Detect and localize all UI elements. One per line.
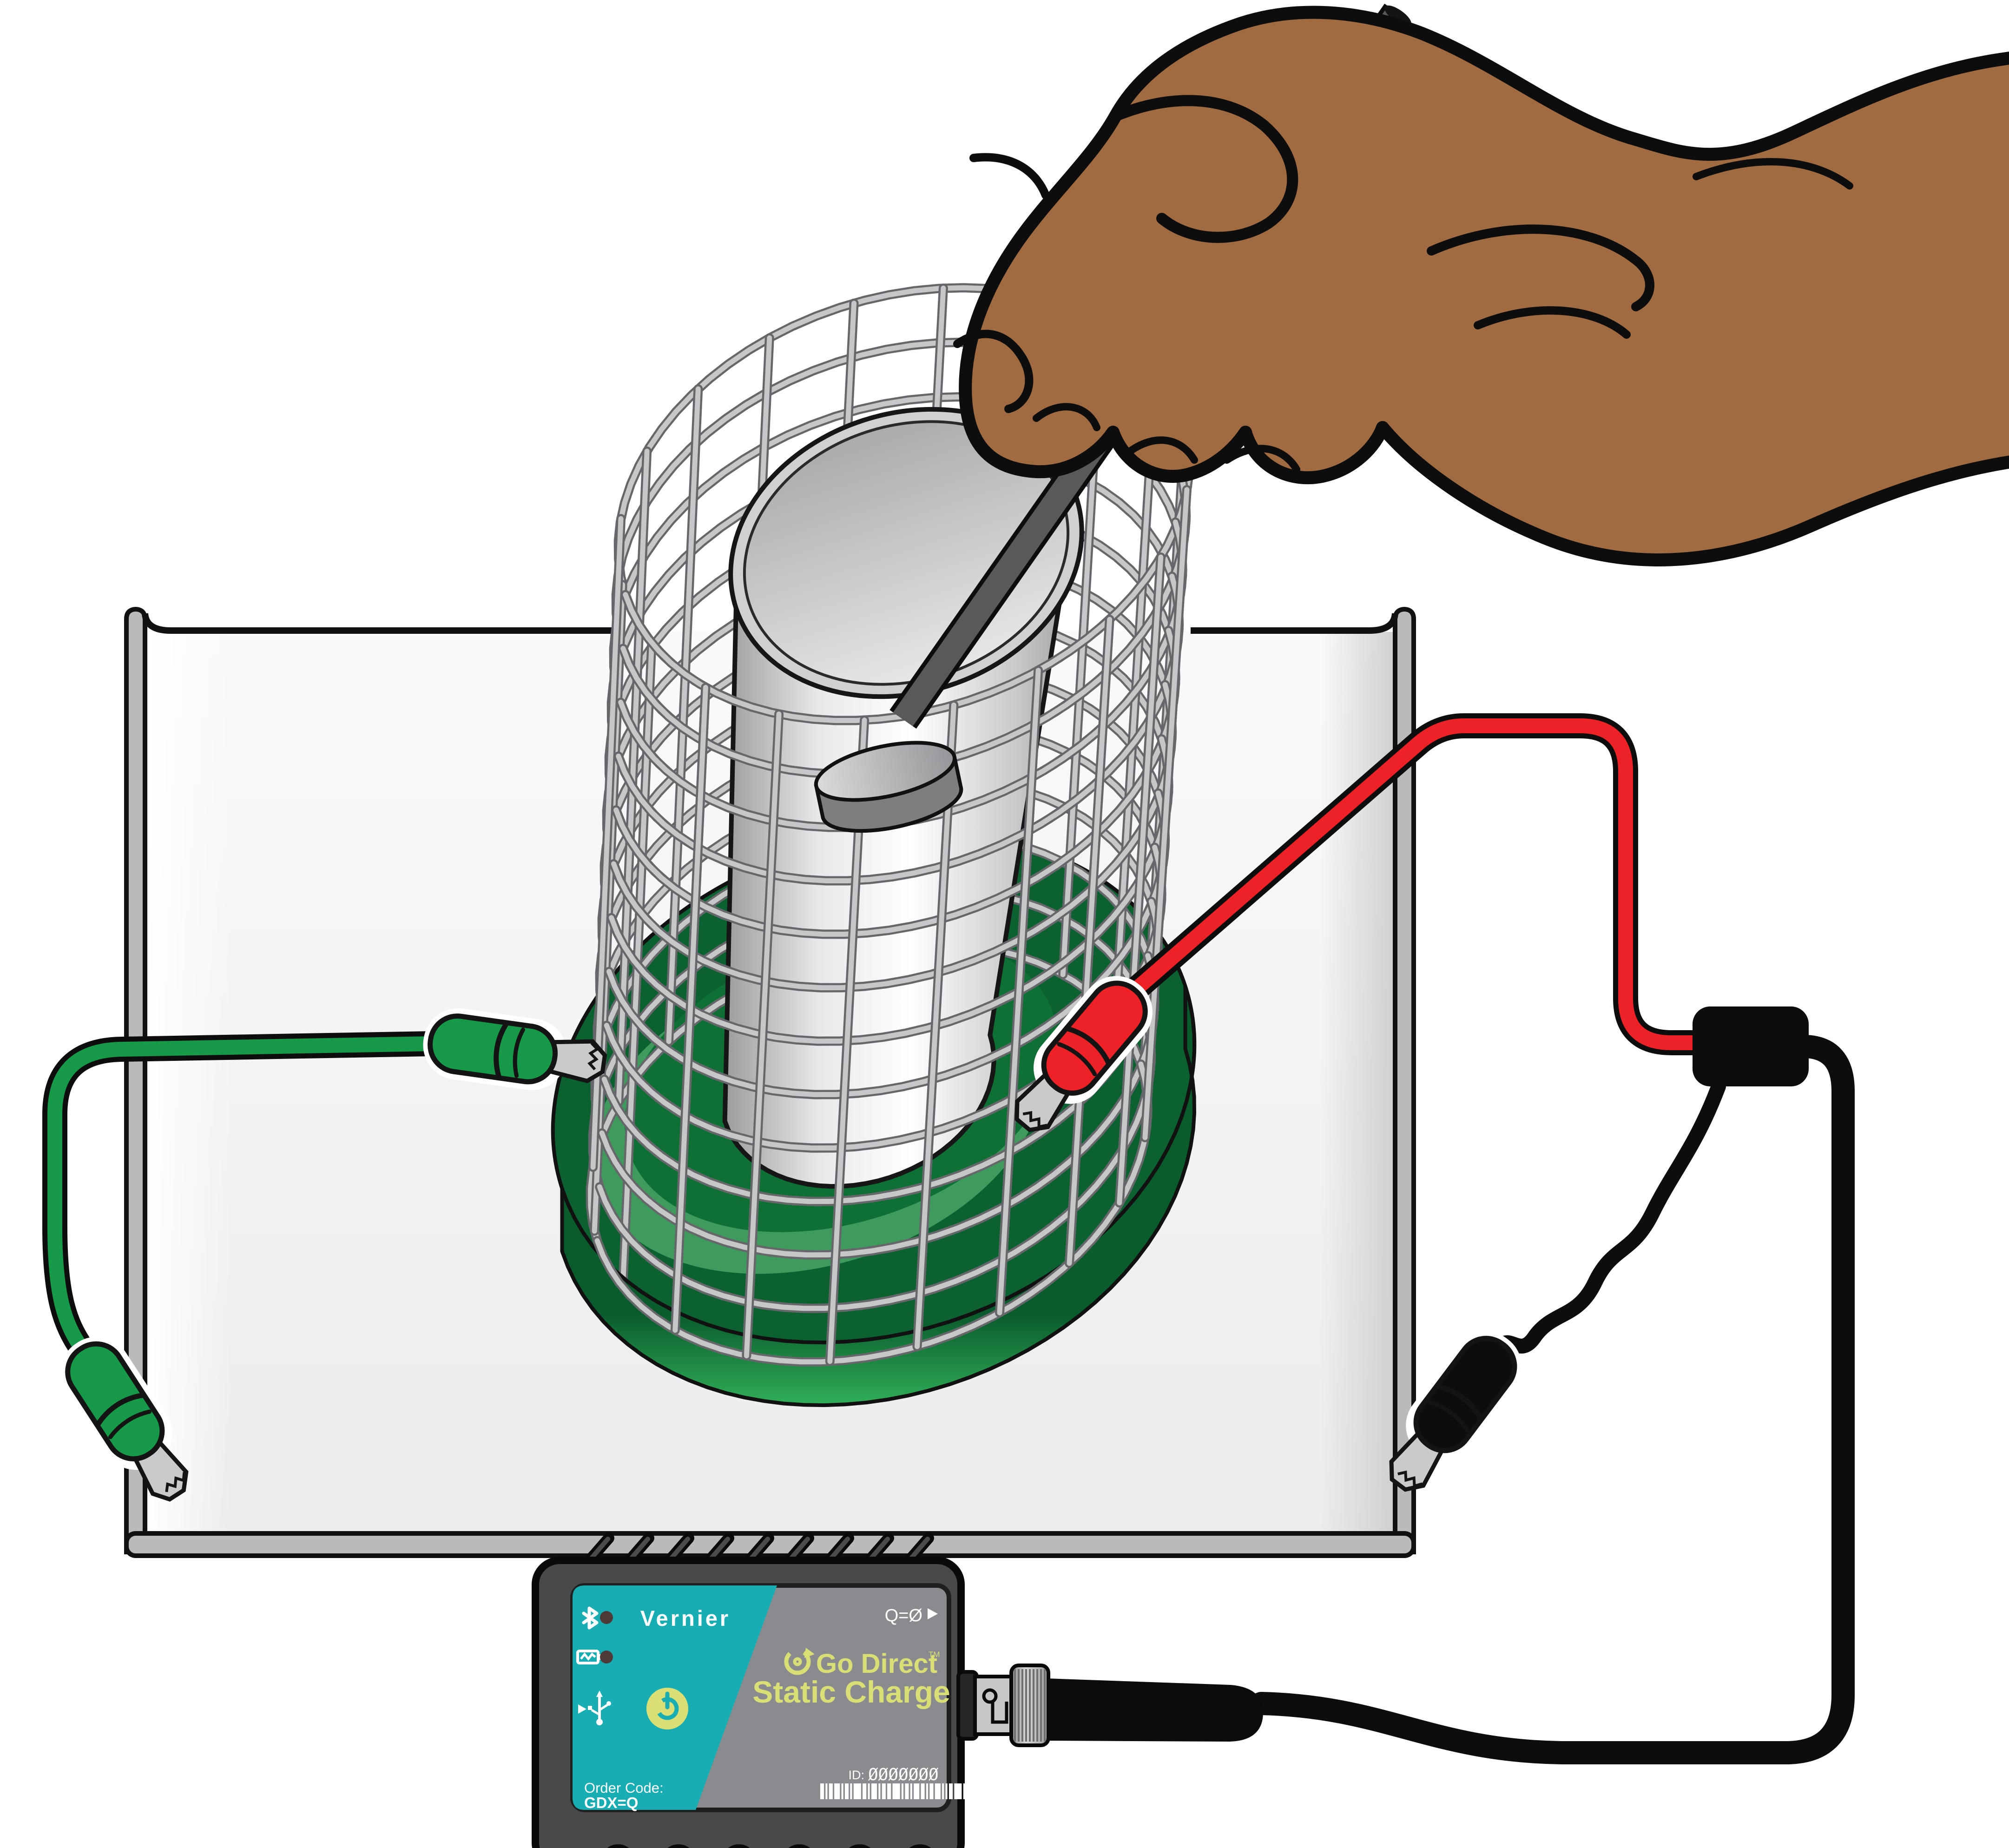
bluetooth-icon xyxy=(582,1606,599,1630)
faraday-cage-mesh-front xyxy=(593,409,1194,1367)
bnc-adapter xyxy=(1693,1006,1809,1086)
order-code-value: GDX=Q xyxy=(584,1794,638,1811)
q-arrow-icon xyxy=(928,1608,938,1619)
sensor-cable xyxy=(1250,1035,1855,1764)
cable-boot xyxy=(1047,1678,1264,1742)
power-button[interactable] xyxy=(646,1688,688,1730)
thumb-crease xyxy=(1110,95,1298,243)
go-direct-logo-icon xyxy=(784,1648,815,1675)
battery-led xyxy=(600,1651,613,1664)
green-lead-wire xyxy=(42,1012,607,1511)
trademark: TM xyxy=(929,1650,940,1659)
hand xyxy=(953,6,2009,566)
proof-plane-disc xyxy=(814,741,963,833)
usb-icon xyxy=(578,1690,611,1725)
inner-pail xyxy=(722,407,1084,1189)
product-name: Static Charge xyxy=(752,1675,950,1709)
q-indicator: Q=Ø xyxy=(885,1606,922,1625)
order-code-label: Order Code: xyxy=(584,1780,664,1796)
sensor-cabling xyxy=(1250,1006,1855,1764)
red-lead-wire xyxy=(1001,713,1732,1143)
knuckle-creases xyxy=(953,153,1853,473)
id-value: ØØØØØØØ xyxy=(868,1765,939,1784)
go-direct-device: Vernier Q=Ø Go Direct TM Static Charge I… xyxy=(532,1532,1264,1848)
bluetooth-led xyxy=(600,1611,613,1624)
insulating-base-front xyxy=(560,986,1197,1407)
product-line: Go Direct xyxy=(816,1649,937,1679)
id-label: ID: xyxy=(848,1768,864,1782)
barcode-icon xyxy=(820,1783,987,1799)
bnc-connector xyxy=(956,1664,1264,1747)
ground-wire xyxy=(1495,1079,1726,1354)
brand-logo: Vernier xyxy=(640,1606,731,1631)
